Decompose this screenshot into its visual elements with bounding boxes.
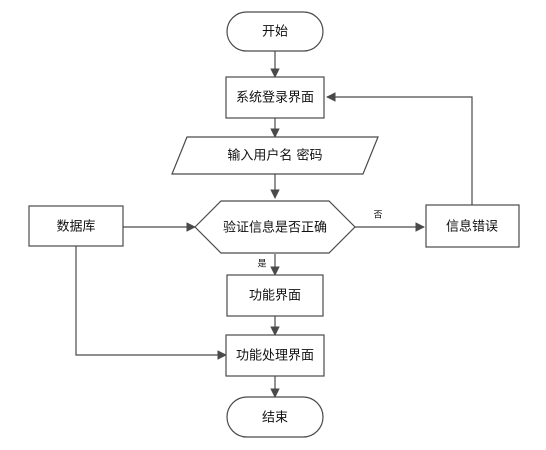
edge-label-no: 否 [373, 210, 382, 221]
processing-label: 功能处理界面 [236, 349, 314, 364]
function-label: 功能界面 [249, 289, 301, 304]
edge-label-yes: 是 [257, 259, 266, 270]
node-processing: 功能处理界面 [225, 334, 325, 377]
processing-process-shape [225, 334, 325, 377]
login-process-shape [225, 76, 325, 119]
verify-label: 验证信息是否正确 [223, 220, 327, 236]
function-process-shape [226, 274, 324, 317]
end-terminator-shape [226, 396, 324, 438]
error-process-shape [425, 204, 520, 248]
node-end: 结束 [226, 396, 324, 438]
node-start: 开始 [226, 11, 324, 52]
start-terminator-shape [226, 11, 324, 52]
database-process-shape [28, 205, 124, 247]
start-label: 开始 [262, 25, 288, 40]
edge-error-to-login [326, 92, 473, 205]
node-login: 系统登录界面 [225, 76, 325, 119]
end-label: 结束 [262, 411, 288, 426]
node-function: 功能界面 [226, 274, 324, 317]
edge-database-to-processing [75, 246, 227, 360]
node-database: 数据库 [28, 205, 124, 247]
database-label: 数据库 [56, 219, 95, 235]
node-verify: 验证信息是否正确 [194, 200, 356, 254]
verify-decision-shape [194, 200, 356, 254]
node-input: 输入用户名 密码 [171, 136, 379, 175]
error-label: 信息错误 [446, 219, 498, 235]
input-io-shape [171, 136, 379, 175]
input-label: 输入用户名 密码 [227, 148, 322, 164]
edges [75, 51, 473, 398]
login-label: 系统登录界面 [236, 91, 314, 106]
node-error: 信息错误 [425, 204, 520, 248]
